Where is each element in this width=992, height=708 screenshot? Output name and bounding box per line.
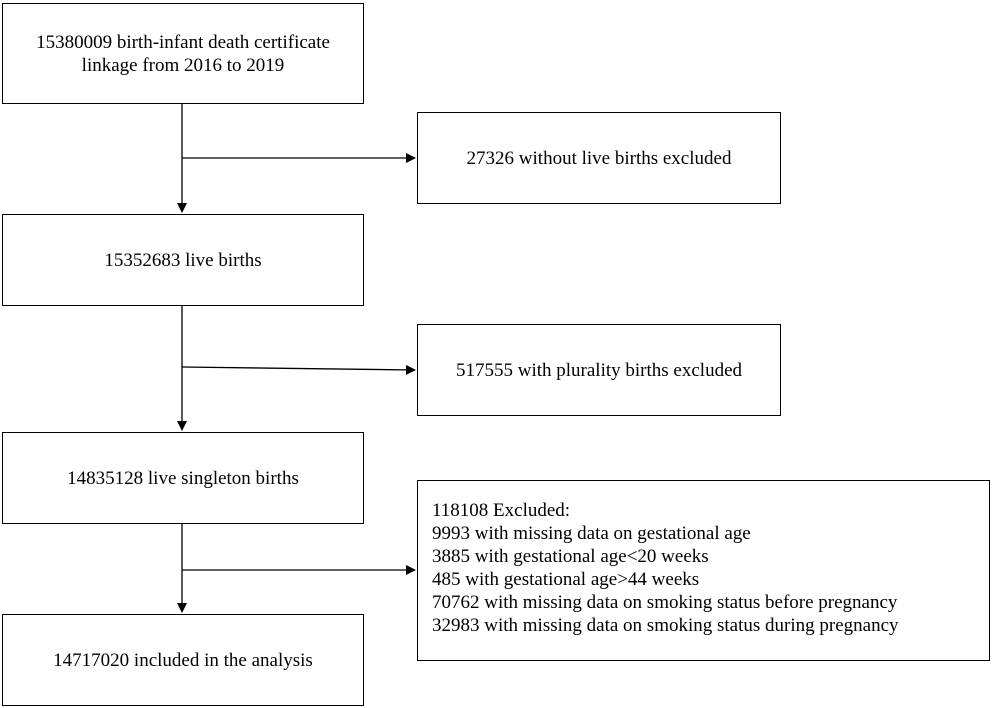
exclusion-3-item: 3885 with gestational age<20 weeks	[432, 546, 709, 567]
exclusion-3-title: 118108 Excluded:	[432, 500, 571, 521]
exclusion-3-item: 9993 with missing data on gestational ag…	[432, 523, 751, 544]
exclusion-2-text: 517555 with plurality births excluded	[455, 359, 742, 381]
exclusion-box-3: 118108 Excluded: 9993 with missing data …	[417, 480, 990, 661]
live-births-text: 15352683 live births	[104, 249, 262, 271]
linkage-box: 15380009 birth-infant death certificate …	[2, 3, 364, 104]
exclusion-3-item: 32983 with missing data on smoking statu…	[432, 615, 899, 636]
arrow-to-exclusion-2	[181, 364, 416, 375]
exclusion-1-text: 27326 without live births excluded	[466, 147, 732, 169]
exclusion-box-1: 27326 without live births excluded	[417, 112, 781, 204]
analysis-text: 14717020 included in the analysis	[53, 649, 313, 671]
singleton-births-box: 14835128 live singleton births	[2, 432, 364, 524]
linkage-line-1: 15380009 birth-infant death certificate	[36, 31, 330, 53]
exclusion-3-item: 70762 with missing data on smoking statu…	[432, 592, 898, 613]
analysis-box: 14717020 included in the analysis	[2, 614, 364, 706]
exclusion-3-item: 485 with gestational age>44 weeks	[432, 569, 700, 590]
linkage-line-2: linkage from 2016 to 2019	[81, 54, 285, 76]
live-births-box: 15352683 live births	[2, 214, 364, 306]
exclusion-box-2: 517555 with plurality births excluded	[417, 324, 781, 416]
linkage-text: 15380009 birth-infant death certificate …	[36, 31, 330, 77]
singleton-births-text: 14835128 live singleton births	[67, 467, 299, 489]
